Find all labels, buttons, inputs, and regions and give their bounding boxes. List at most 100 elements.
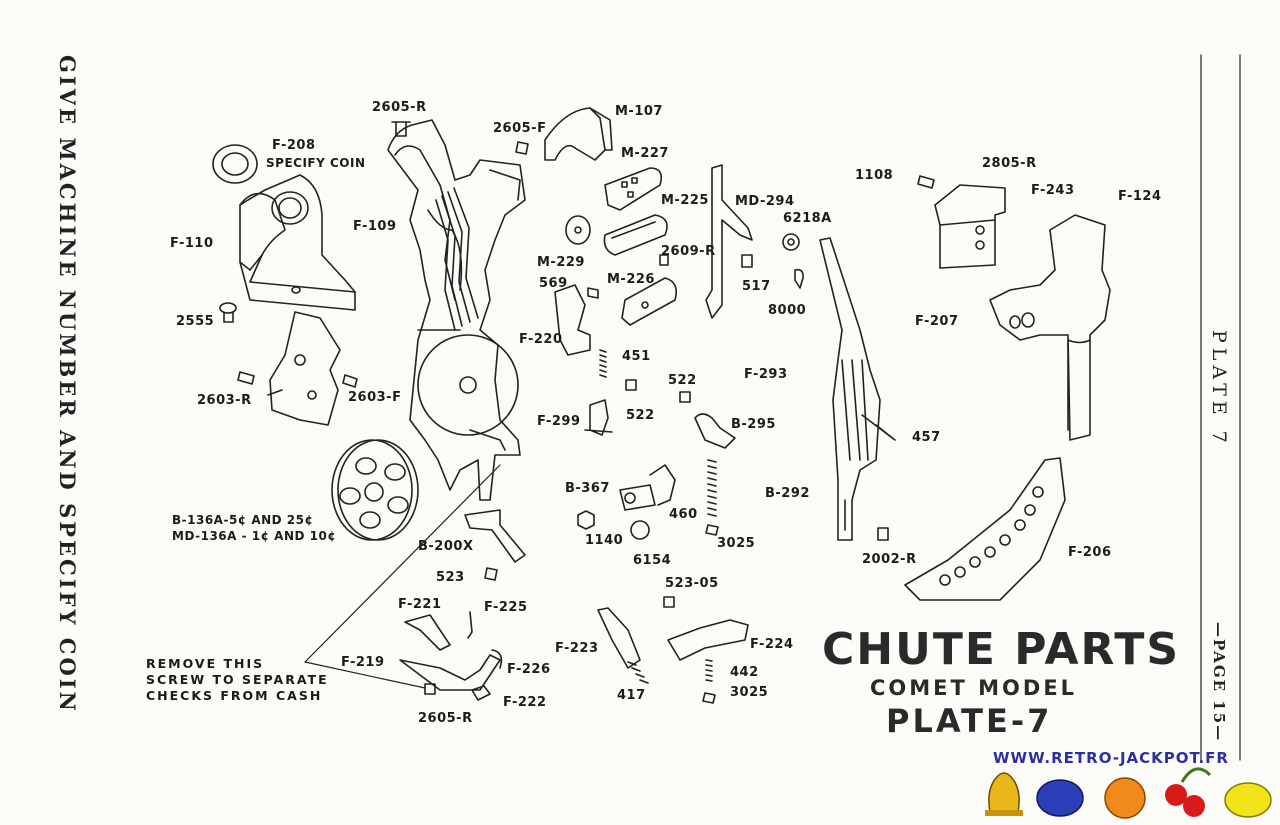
part-523-screw [484,567,498,581]
side-instruction: GIVE MACHINE NUMBER AND SPECIFY COIN [55,55,80,714]
part-label: 3025 [717,536,756,551]
part-f220-lever [554,284,591,356]
part-label: F-110 [170,236,214,251]
part-label: SPECIFY COIN [266,156,366,170]
part-2609r-screw [659,254,669,266]
part-f206-slotted-plate [904,457,1066,601]
part-522-screw-a [679,391,691,403]
part-label: 2805-R [982,156,1037,171]
part-label: 2603-F [348,390,402,405]
part-label: B-200X [418,539,474,554]
part-label: F-226 [507,662,551,677]
part-b367-knob [619,464,676,511]
part-460-spring [707,459,717,517]
part-label: B-292 [765,486,810,501]
part-2605r-screw-bottom [424,683,436,695]
part-label: 2002-R [862,552,917,567]
part-2603f-screw [342,374,358,388]
part-label: 522 [668,373,697,388]
part-f124-coin-chute [989,214,1111,441]
part-f208-token [212,144,258,184]
part-m229-washer [565,215,591,245]
part-label: M-226 [607,272,655,287]
part-label: 3025 [730,685,769,700]
part-label: M-227 [621,146,669,161]
part-label: F-109 [353,219,397,234]
part-label: 1108 [855,168,894,183]
part-f221-lever [404,614,451,651]
orange-icon [1104,777,1146,819]
part-m225-spring [603,214,668,256]
part-f226-pin [491,649,503,669]
part-label: M-229 [537,255,585,270]
part-label: 517 [742,279,771,294]
website-link[interactable]: WWW.RETRO-JACKPOT.FR [993,749,1229,767]
plate-model: COMET MODEL [870,676,1078,700]
part-label: 8000 [768,303,807,318]
part-label: F-293 [744,367,788,382]
part-label: 523 [436,570,465,585]
cherry-icon [1165,767,1212,817]
part-2605f-screw [515,141,529,155]
part-label: 457 [912,430,941,445]
part-label: MD-294 [735,194,795,209]
part-417-spring [627,661,649,684]
part-1140-nut [577,510,595,530]
part-3025-screw-a [705,524,719,536]
part-b136a-coin-wheel [331,439,419,541]
part-label: B-367 [565,481,610,496]
part-2603r-screw [237,371,255,385]
part-f219-arm [399,654,501,691]
part-label: 2605-R [372,100,427,115]
part-md294-rod [705,164,753,319]
part-label: 2609-R [661,244,716,259]
note-line-3: CHECKS FROM CASH [146,688,323,703]
part-label: F-220 [519,332,563,347]
part-3025-screw-b [702,692,716,704]
part-f223-lever [597,607,641,669]
part-label: 417 [617,688,646,703]
part-m227-plate [604,167,663,211]
part-451-spring [599,349,607,378]
part-bracket-plate [267,311,341,426]
part-label: F-225 [484,600,528,615]
part-6154-lockwasher [630,520,650,540]
bell-icon [985,772,1023,816]
part-label: 442 [730,665,759,680]
part-label: 2605-R [418,711,473,726]
part-label: 451 [622,349,651,364]
part-label: F-206 [1068,545,1112,560]
part-label: 523-05 [665,576,719,591]
part-label: 6218A [783,211,832,226]
plate-title: CHUTE PARTS [822,624,1181,675]
part-f109-chute-frame [387,119,526,501]
part-label: F-207 [915,314,959,329]
note-line-2: SCREW TO SEPARATE [146,672,329,687]
plate-number: PLATE-7 [886,702,1053,740]
part-label: 2555 [176,314,215,329]
part-label: F-243 [1031,183,1075,198]
screw-note: REMOVE THIS SCREW TO SEPARATE CHECKS FRO… [146,656,329,704]
part-label: F-222 [503,695,547,710]
plate-side-label: PLATE 7 [1208,330,1230,448]
part-label: 2605-F [493,121,547,136]
part-8000-pin [794,268,804,289]
part-f225-pin [467,611,473,639]
part-f293-actuator [819,237,896,541]
part-442-spring [705,659,713,682]
part-m226-plate [621,277,678,326]
part-569-clip [587,287,599,299]
lemon-icon [1224,782,1272,818]
part-label: 6154 [633,553,672,568]
part-f299-arm [584,399,613,436]
part-label: 460 [669,507,698,522]
part-label: 1140 [585,533,624,548]
fruit-logo-row [985,767,1272,819]
note-line-1: REMOVE THIS [146,656,265,671]
part-label: MD-136A - 1¢ AND 10¢ [172,529,337,543]
part-label: B-295 [731,417,776,432]
part-b200x-arm [464,509,526,563]
part-label: F-219 [341,655,385,670]
